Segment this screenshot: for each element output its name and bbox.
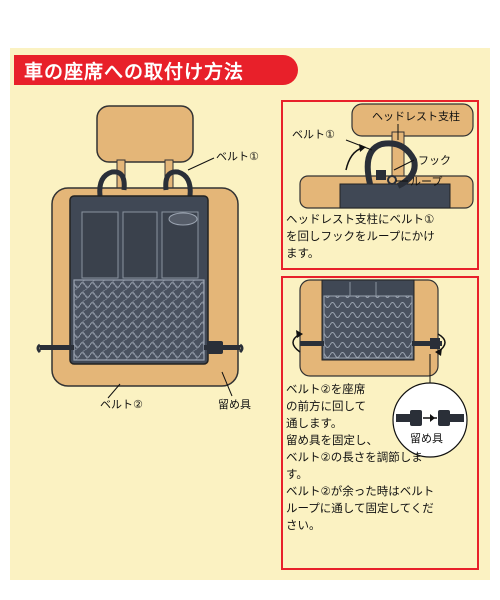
step2-text-line: さい。: [286, 518, 321, 532]
step1-belt1-label: ベルト①: [292, 128, 335, 141]
belt1-label: ベルト①: [216, 150, 259, 163]
buckle-icon: [410, 410, 422, 426]
bottle-holder: [168, 212, 198, 226]
belt2-wrap: [36, 343, 42, 354]
organizer-pocket: [122, 211, 158, 279]
headrest-post-label: ヘッドレスト支柱: [372, 110, 460, 123]
step2-text-line: 留め具を固定し、: [286, 433, 378, 447]
buckle-label: 留め具: [218, 398, 251, 411]
step2-text-line: ベルト②を座席: [286, 382, 366, 396]
belt2-strap: [412, 341, 442, 346]
step2-text: ベルト②を座席 の前方に回して 通します。 留め具を固定し、 ベルト②の長さを調…: [286, 381, 434, 534]
buckle-icon: [207, 341, 223, 354]
step2-text-line: ベルト②が余った時はベルト: [286, 484, 435, 498]
belt2-strap: [396, 414, 414, 422]
step2-text-line: ループに通して固定してくだ: [286, 501, 434, 515]
belt1-strap: [364, 140, 418, 189]
hook-label: フック: [418, 154, 451, 167]
arrow-icon: [292, 333, 301, 353]
step2-buckle-label: 留め具: [410, 432, 443, 445]
mesh-pocket: [323, 295, 413, 359]
belt1-strap: [163, 169, 193, 197]
buckle-icon: [430, 338, 440, 349]
belt2-strap: [448, 414, 464, 422]
belt2-strap: [40, 345, 74, 350]
mesh-pocket: [73, 279, 205, 361]
belt1-strap: [97, 169, 127, 197]
belt2-wrap: [238, 343, 244, 354]
belt2-strap: [300, 341, 324, 346]
hook-icon: [376, 170, 386, 180]
step1-text-line: を回しフックをループにかけ: [286, 229, 435, 243]
step2-text-line: 通します。: [286, 416, 343, 430]
step1-text-line: ヘッドレスト支柱にベルト①: [286, 212, 435, 226]
step1-text-line: ます。: [286, 246, 320, 260]
step2-text-line: の前方に回して: [286, 399, 367, 413]
belt2-label: ベルト②: [100, 398, 143, 411]
step2-text-line: ベルト②の長さを調節しま: [286, 450, 423, 464]
step2-text-line: す。: [286, 467, 308, 481]
headrest: [96, 105, 194, 163]
organizer-pocket: [81, 211, 119, 279]
buckle-icon: [438, 410, 450, 426]
title-banner: [14, 55, 298, 85]
loop-label: ループ: [410, 175, 443, 188]
organizer-body: [339, 183, 451, 209]
page-title: 車の座席への取付け方法: [24, 61, 245, 83]
step1-text: ヘッドレスト支柱にベルト① を回しフックをループにかけ ます。: [286, 211, 435, 262]
